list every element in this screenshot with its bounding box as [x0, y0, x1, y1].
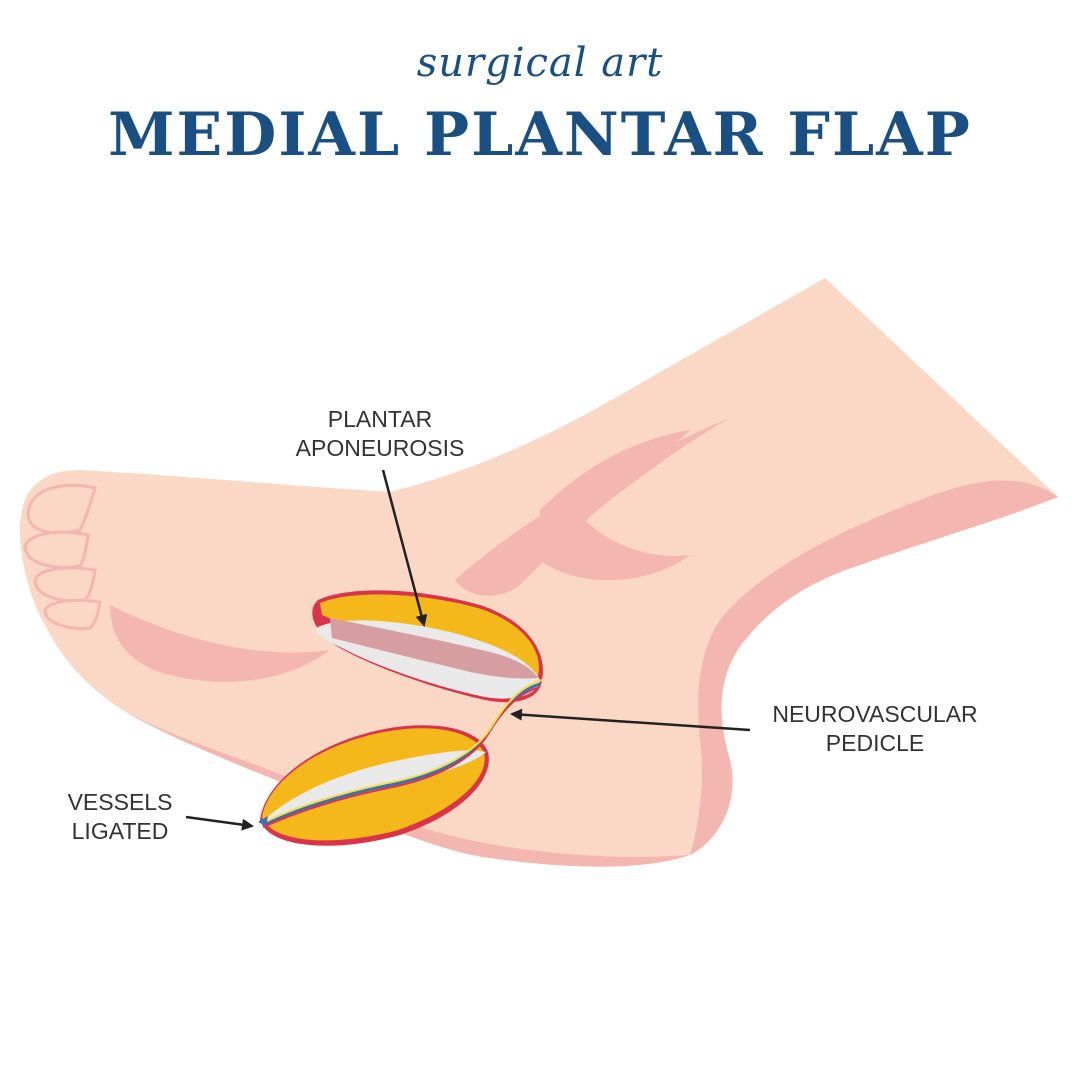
brand-tagline: surgical art [416, 40, 664, 86]
page-title: MEDIAL PLANTAR FLAP [108, 100, 972, 170]
label-plantar-aponeurosis: PLANTAR APONEUROSIS [275, 405, 485, 463]
neurovascular-pedicle [264, 682, 541, 826]
label-neurovascular-pedicle-line1: NEUROVASCULAR [772, 701, 978, 727]
skin-shadow-achilles [690, 480, 1058, 855]
foot-skin [20, 278, 1058, 867]
toe-3 [33, 566, 97, 603]
skin-shadow-arch [110, 605, 330, 682]
arrow-pedicle [510, 708, 751, 732]
label-plantar-aponeurosis-line2: APONEUROSIS [295, 435, 465, 461]
label-neurovascular-pedicle-line2: PEDICLE [825, 730, 925, 756]
label-vessels-ligated-line1: VESSELS [67, 789, 173, 815]
arrow-aponeurosis [381, 469, 428, 627]
upper-flap [312, 590, 543, 703]
arrow-vessels [185, 815, 254, 831]
label-plantar-aponeurosis-line1: PLANTAR [327, 406, 433, 432]
aponeurosis-band [330, 618, 538, 679]
toe-2 [23, 530, 90, 569]
ligated-vessel-tip [258, 816, 268, 826]
skin-shadow-ankle [540, 430, 690, 581]
label-vessels-ligated-line2: LIGATED [71, 818, 169, 844]
toe-1 [26, 483, 97, 535]
label-neurovascular-pedicle: NEUROVASCULAR PEDICLE [745, 700, 1005, 758]
label-vessels-ligated: VESSELS LIGATED [40, 788, 200, 846]
toe-4 [43, 598, 102, 630]
